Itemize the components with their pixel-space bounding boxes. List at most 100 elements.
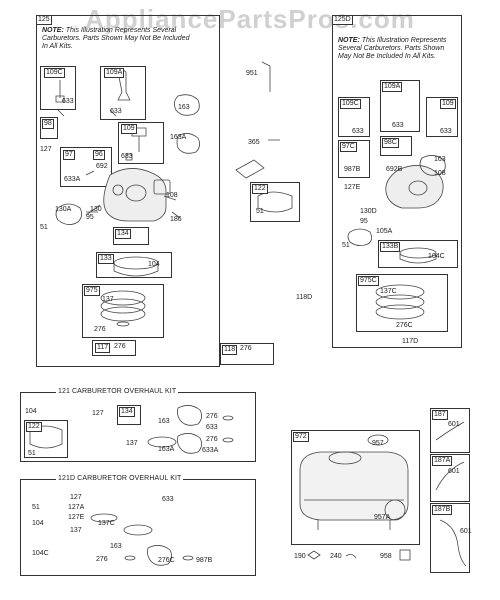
kit-121-title: 121 CARBURETOR OVERHAUL KIT [56,388,179,396]
panel-125d-tag: 125D [332,15,353,25]
label-104: 104 [32,520,44,527]
sub-97c-r [338,140,370,178]
label-957a: 957A [374,514,391,521]
line-box-187 [430,408,470,453]
label-276: 276 [206,436,218,443]
label-104: 104 [25,408,37,415]
label-276c: 276C [396,322,413,329]
note-text: This Illustration Represents Several Car… [42,27,190,50]
sub-109a-r [380,80,420,132]
label-130a: 130A [55,206,72,213]
kit-121d-title: 121D CARBURETOR OVERHAUL KIT [56,475,184,483]
kit121-sub-134 [117,405,141,425]
label-127: 127 [92,410,104,417]
label-958: 958 [380,553,392,560]
label-95: 95 [86,214,94,221]
tag-97: 97 [63,150,75,160]
label-692: 692 [96,163,108,170]
label-137c: 137C [380,288,397,295]
sub-134 [113,227,149,245]
label-163a: 163A [170,134,187,141]
sub-122 [250,182,300,222]
label-633: 633 [110,108,122,115]
tag-187a: 187A [432,456,453,466]
label-163: 163 [110,543,122,550]
tag-134: 134 [115,229,131,239]
tag-187: 187 [432,410,448,420]
label-276: 276 [240,345,252,352]
label-633: 633 [440,128,452,135]
label-137c: 137C [98,520,115,527]
sub-975 [82,284,164,338]
label-987b: 987B [196,557,213,564]
label-137: 137 [126,440,138,447]
tag-98c-r: 98C [382,138,399,148]
label-51: 51 [342,242,350,249]
label-240: 240 [330,553,342,560]
label-633: 633 [62,98,74,105]
sub-133b-r [378,240,458,268]
sub-98c-r [380,136,412,156]
label-276: 276 [206,413,218,420]
tag-975c-r: 975C [358,276,379,286]
tag-972: 972 [293,432,309,442]
label-51: 51 [40,224,48,231]
label-127e: 127E [344,184,361,191]
label-163a: 163A [158,446,175,453]
label-601: 601 [460,528,472,535]
sub-975c-r [356,274,448,332]
label-105a: 105A [376,228,393,235]
box-118 [220,343,274,365]
label-633a: 633A [202,447,219,454]
tag-122: 122 [26,422,42,432]
label-104c: 104C [428,253,445,260]
label-365: 365 [248,139,260,146]
tag-122: 122 [252,184,268,194]
label-633: 633 [121,153,133,160]
tag-96: 96 [93,150,105,160]
line-box-187b [430,503,470,573]
tag-134: 134 [119,407,135,417]
label-276: 276 [94,326,106,333]
label-601: 601 [448,421,460,428]
label-633: 633 [392,122,404,129]
label-987b: 987B [344,166,361,173]
label-51: 51 [28,450,36,457]
label-163: 163 [158,418,170,425]
sub-109c-r [338,97,370,137]
label-104c: 104C [32,550,49,557]
label-95: 95 [360,218,368,225]
label-51: 51 [256,208,264,215]
label-137: 137 [102,296,114,303]
label-276: 276 [114,343,126,350]
kit-121d-box [20,479,256,576]
label-276: 276 [96,556,108,563]
tag-109: 109 [121,124,137,134]
tag-98: 98 [42,119,54,129]
label-190: 190 [294,553,306,560]
label-108: 108 [166,192,178,199]
panel-125d-note: NOTE: This Illustration Represents Sever… [338,37,458,61]
label-104: 104 [148,261,160,268]
tank-box [291,430,420,545]
label-186: 186 [170,216,182,223]
sub-109c [40,66,76,110]
label-127e: 127E [68,514,85,521]
label-130: 130 [90,206,102,213]
label-163: 163 [434,156,446,163]
tag-109a-r: 109A [382,82,403,92]
label-127: 127 [70,494,82,501]
label-276c: 276C [158,557,175,564]
tag-109-r: 109 [440,99,456,109]
panel-125d [332,15,462,348]
tag-187b: 187B [432,505,453,515]
note-bold: NOTE: [42,27,64,34]
tag-97c-r: 97C [340,142,357,152]
watermark: AppliancePartsPros.com [85,4,415,34]
sub-109-r [426,97,458,137]
panel-125 [36,15,220,367]
sub-117 [92,340,136,356]
label-957: 957 [372,440,384,447]
label-601: 601 [448,468,460,475]
